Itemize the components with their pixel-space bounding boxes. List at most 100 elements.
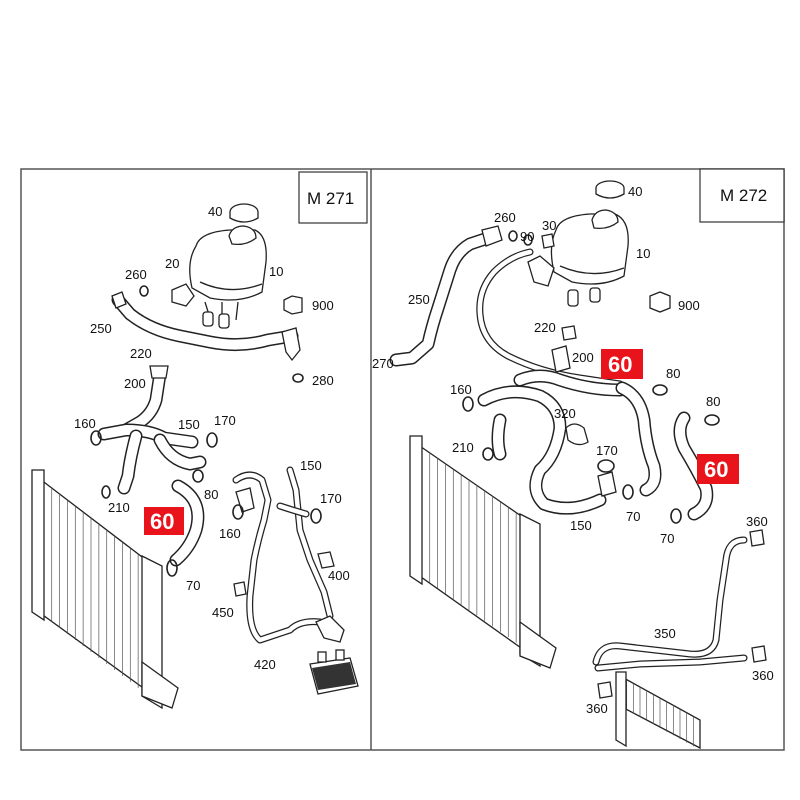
tank-cap [229, 203, 259, 223]
clip-360 [597, 681, 613, 699]
callout-label: 40 [208, 204, 222, 219]
clip-220 [561, 325, 577, 341]
highlight-callout-60: 60 [608, 352, 632, 377]
callout-label: 160 [450, 382, 472, 397]
o-ring [101, 485, 111, 499]
transmission-oil-cooler [615, 671, 701, 750]
o-ring [482, 447, 494, 461]
highlight-badge [144, 507, 184, 535]
o-ring [704, 414, 720, 426]
callout-label: 360 [746, 514, 768, 529]
o-ring [292, 373, 304, 383]
model-label-m272: M 272 [720, 186, 767, 205]
clip-360 [749, 529, 765, 547]
o-ring [523, 234, 533, 246]
callout-label: 200 [124, 376, 146, 391]
temperature-sensor [649, 291, 671, 313]
callout-label: 80 [666, 366, 680, 381]
callout-label: 250 [90, 321, 112, 336]
callout-label: 70 [626, 509, 640, 524]
o-ring [597, 459, 615, 473]
callout-label: 210 [452, 440, 474, 455]
o-ring [232, 504, 244, 520]
o-ring [462, 396, 474, 412]
hose-assembly-upper [97, 423, 207, 495]
callout-label: 450 [212, 605, 234, 620]
callout-label: 80 [706, 394, 720, 409]
clamp-320 [565, 423, 589, 446]
expansion-tank [550, 209, 629, 307]
bracket-400 [317, 551, 335, 569]
expansion-tank [189, 225, 267, 329]
o-ring [90, 430, 102, 446]
cooler-lines-350 [592, 536, 748, 672]
highlight-callout-60: 60 [704, 457, 728, 482]
callout-label: 900 [678, 298, 700, 313]
oil-cooler [309, 649, 359, 695]
callout-label: 400 [328, 568, 350, 583]
hose-250 [111, 293, 299, 352]
callout-label: 70 [186, 578, 200, 593]
fitting-260 [111, 291, 127, 309]
callout-label: 260 [125, 267, 147, 282]
callout-label: 900 [312, 298, 334, 313]
bracket-450 [233, 581, 247, 597]
callout-label: 150 [300, 458, 322, 473]
pipe-end [597, 471, 617, 497]
pipe-connector [281, 327, 301, 362]
temperature-sensor [283, 295, 303, 315]
callout-label: 160 [219, 526, 241, 541]
hose-60-right [673, 411, 714, 521]
callout-label: 150 [178, 417, 200, 432]
hose-long-upper [476, 248, 624, 388]
hose-250 [389, 225, 503, 367]
clip-30 [541, 233, 555, 249]
model-box-m272 [699, 168, 785, 223]
pipe-200 [119, 365, 169, 437]
callout-label: 200 [572, 350, 594, 365]
o-ring [310, 508, 322, 524]
o-ring [139, 285, 149, 297]
o-ring [670, 508, 682, 524]
panel-m271: M 271 [31, 171, 368, 710]
callout-label: 320 [554, 406, 576, 421]
callout-label: 250 [408, 292, 430, 307]
pipe-200 [551, 345, 571, 373]
highlight-badge [601, 349, 643, 379]
callout-label: 40 [628, 184, 642, 199]
o-ring [622, 484, 634, 500]
highlight-callout-60: 60 [150, 509, 174, 534]
callout-label: 360 [752, 668, 774, 683]
callout-label: 70 [660, 531, 674, 546]
hose-60-left [169, 479, 205, 567]
hose-assembly-oil-cooler [232, 466, 344, 644]
hose-60-middle [615, 381, 662, 497]
highlight-badge [697, 454, 739, 484]
callout-label: 170 [596, 443, 618, 458]
o-ring [206, 432, 218, 448]
o-ring [652, 384, 668, 396]
callout-label: 10 [269, 264, 283, 279]
model-box-m271 [298, 171, 368, 224]
hose-connector [171, 283, 195, 307]
callout-label: 350 [654, 626, 676, 641]
callout-label: 20 [165, 256, 179, 271]
o-ring [508, 230, 518, 242]
hose-assembly-lower [477, 369, 627, 515]
callout-label: 90 [520, 229, 534, 244]
callout-label: 170 [320, 491, 342, 506]
callout-label: 280 [312, 373, 334, 388]
clip-360 [751, 645, 767, 663]
callout-label: 80 [204, 487, 218, 502]
model-label-m271: M 271 [307, 189, 354, 208]
panel-m272: M 272 [372, 168, 785, 750]
callout-label: 170 [214, 413, 236, 428]
tank-cap [595, 180, 625, 199]
callout-label: 220 [534, 320, 556, 335]
radiator-left [31, 469, 179, 710]
callout-label: 220 [130, 346, 152, 361]
callout-label: 150 [570, 518, 592, 533]
o-ring [166, 559, 178, 577]
callout-label: 260 [494, 210, 516, 225]
